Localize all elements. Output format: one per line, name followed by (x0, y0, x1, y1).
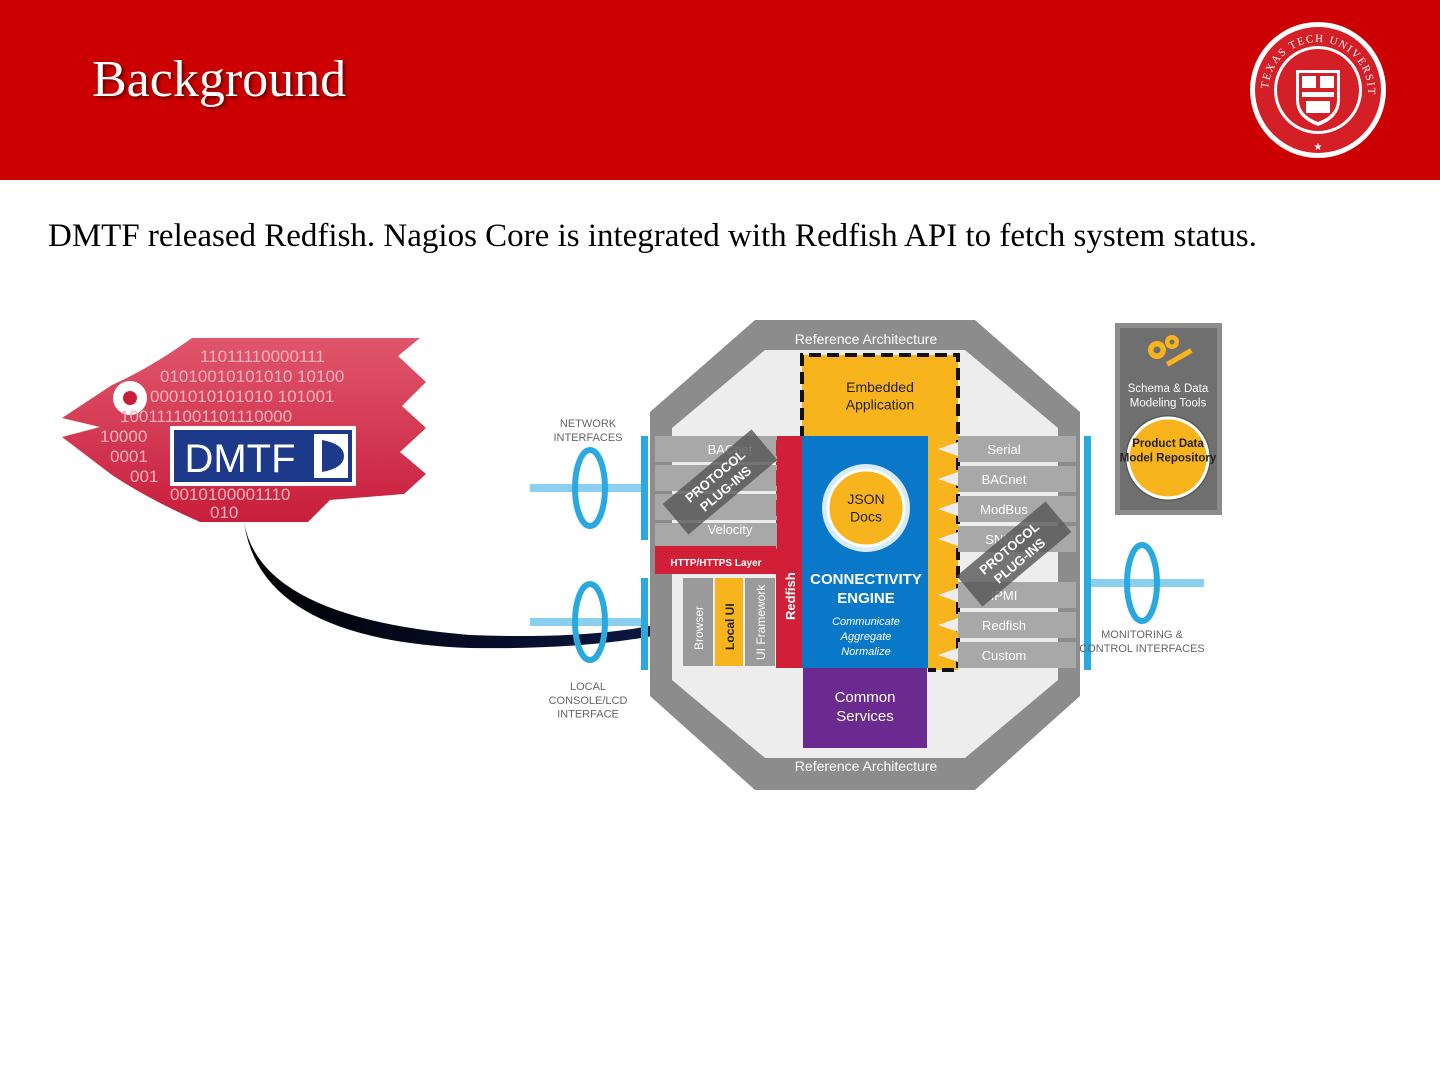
reference-architecture-bottom-label: Reference Architecture (795, 758, 938, 774)
monitoring-label: MONITORING &CONTROL INTERFACES (1079, 629, 1205, 655)
title-bar: Background TEXAS TECH UNIVERSITY SYSTEM … (0, 0, 1440, 180)
svg-text:0010100001110: 0010100001110 (170, 485, 290, 504)
common-services-box (803, 668, 927, 748)
http-layer-bar (655, 546, 776, 574)
engine-verb-normalize: Normalize (841, 646, 891, 658)
json-docs-circle (826, 468, 906, 548)
engine-verb-communicate: Communicate (832, 616, 900, 628)
redfish-vertical-label: Redfish (783, 572, 798, 620)
ui-framework-column (745, 578, 775, 666)
left-plugin-label: Velocity (708, 522, 753, 537)
redfish-architecture-diagram: 11011110000111 01010010101010 10100 0001… (62, 320, 1222, 790)
texas-tech-seal-logo: TEXAS TECH UNIVERSITY SYSTEM ★ (1248, 20, 1386, 158)
local-ui-column (715, 578, 743, 666)
left-protocol-plugins: BACnet Velocity PROTOCOLPLUG-INS (655, 429, 800, 549)
right-plugin-label: ModBus (980, 502, 1028, 517)
redfish-layer (776, 436, 802, 668)
right-plugin-row (958, 642, 1076, 668)
dmtf-label: DMTF (184, 437, 295, 481)
svg-text:010: 010 (210, 503, 238, 522)
local-ui-stack: Browser Local UI UI Framework (683, 578, 775, 666)
dmtf-fish-logo: 11011110000111 01010010101010 10100 0001… (62, 338, 426, 522)
right-plugin-label: Custom (982, 648, 1027, 663)
svg-text:01010010101010 10100: 01010010101010 10100 (160, 367, 344, 386)
engine-verb-aggregate: Aggregate (840, 631, 892, 643)
svg-text:001: 001 (130, 467, 158, 486)
gears-wrench-icon (1148, 335, 1193, 367)
reference-architecture-top-label: Reference Architecture (795, 331, 938, 347)
local-ui-label: Local UI (723, 603, 737, 650)
svg-text:0001: 0001 (110, 447, 148, 466)
http-layer-label: HTTP/HTTPS Layer (670, 558, 761, 569)
right-plugin-label: BACnet (982, 472, 1027, 487)
browser-column (683, 578, 713, 666)
svg-text:1001111001101110000: 1001111001101110000 (120, 407, 292, 426)
svg-text:11011110000111: 11011110000111 (200, 347, 325, 366)
body-text: DMTF released Redfish. Nagios Core is in… (48, 218, 1257, 254)
browser-label: Browser (692, 606, 706, 650)
right-plugin-row (958, 436, 1076, 462)
binary-pattern: 11011110000111 01010010101010 10100 0001… (100, 347, 344, 522)
right-plugin-row (958, 466, 1076, 492)
right-plugin-label: Serial (987, 442, 1020, 457)
left-plugin-row (655, 523, 777, 549)
ui-framework-label: UI Framework (754, 584, 768, 660)
right-plugin-label: Redfish (982, 618, 1026, 633)
right-protocol-plugins: Serial BACnet ModBus SNMP IPMI Redfish C… (938, 436, 1076, 668)
slide-title: Background (92, 51, 347, 108)
product-repo-circle (1126, 416, 1210, 500)
right-plugin-row (958, 612, 1076, 638)
svg-text:0001010101010 101001: 0001010101010 101001 (150, 387, 334, 406)
svg-text:10000: 10000 (100, 427, 147, 446)
monitoring-connector: MONITORING &CONTROL INTERFACES (1079, 436, 1205, 670)
embedded-application-box (802, 355, 958, 439)
seal-star: ★ (1314, 142, 1323, 153)
